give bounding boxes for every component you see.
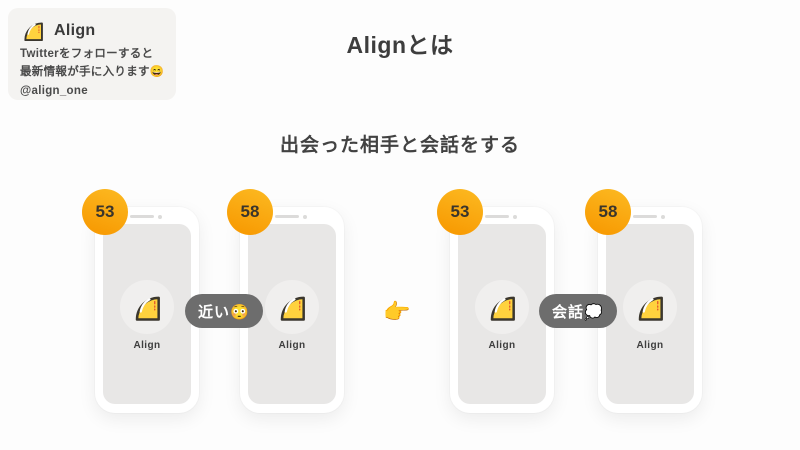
page-title: Alignとは	[346, 32, 454, 58]
phone-camera-icon	[158, 215, 162, 219]
align-logo-circle	[120, 280, 174, 334]
slide-subtitle: 出会った相手と会話をする	[279, 135, 520, 156]
phone-speaker	[633, 215, 657, 218]
align-logo-icon	[130, 292, 164, 322]
align-app-label: Align	[133, 340, 161, 351]
phone-camera-icon	[513, 215, 517, 219]
brand-row: Align	[20, 19, 164, 42]
distance-badge: 53	[82, 189, 128, 235]
phone-camera-icon	[303, 215, 307, 219]
align-app-label: Align	[636, 340, 664, 351]
promo-line-2: 最新情報が手に入ります😄	[20, 66, 165, 79]
talk-pill: 会話💭	[539, 294, 617, 328]
twitter-promo-card: Align Twitterをフォローすると 最新情報が手に入ります😄 @alig…	[8, 8, 176, 100]
align-logo-icon	[485, 292, 519, 322]
app-name: Align	[54, 21, 96, 39]
align-app-label: Align	[488, 340, 516, 351]
phone-screen: Align	[248, 224, 336, 404]
align-logo-icon	[275, 292, 309, 322]
distance-badge: 58	[585, 189, 631, 235]
align-logo-circle	[475, 280, 529, 334]
phone-speaker	[130, 215, 154, 218]
phone-screen: Align	[458, 224, 546, 404]
phone-mockup-3: 53 Align	[437, 189, 554, 413]
phone-speaker	[485, 215, 509, 218]
phone-screen: Align	[103, 224, 191, 404]
phone-camera-icon	[661, 215, 665, 219]
align-logo-circle	[265, 280, 319, 334]
phone-mockup-1: 53 Align	[82, 189, 199, 413]
align-logo-circle	[623, 280, 677, 334]
align-logo-icon	[633, 292, 667, 322]
pointing-right-icon: 👉	[383, 299, 411, 324]
promo-line-1: Twitterをフォローすると	[20, 48, 154, 60]
phone-screen: Align	[606, 224, 694, 404]
align-app-label: Align	[278, 340, 306, 351]
phone-speaker	[275, 215, 299, 218]
distance-badge: 53	[437, 189, 483, 235]
distance-badge: 58	[227, 189, 273, 235]
twitter-handle: @align_one	[20, 84, 88, 97]
near-pill: 近い😳	[185, 294, 263, 328]
